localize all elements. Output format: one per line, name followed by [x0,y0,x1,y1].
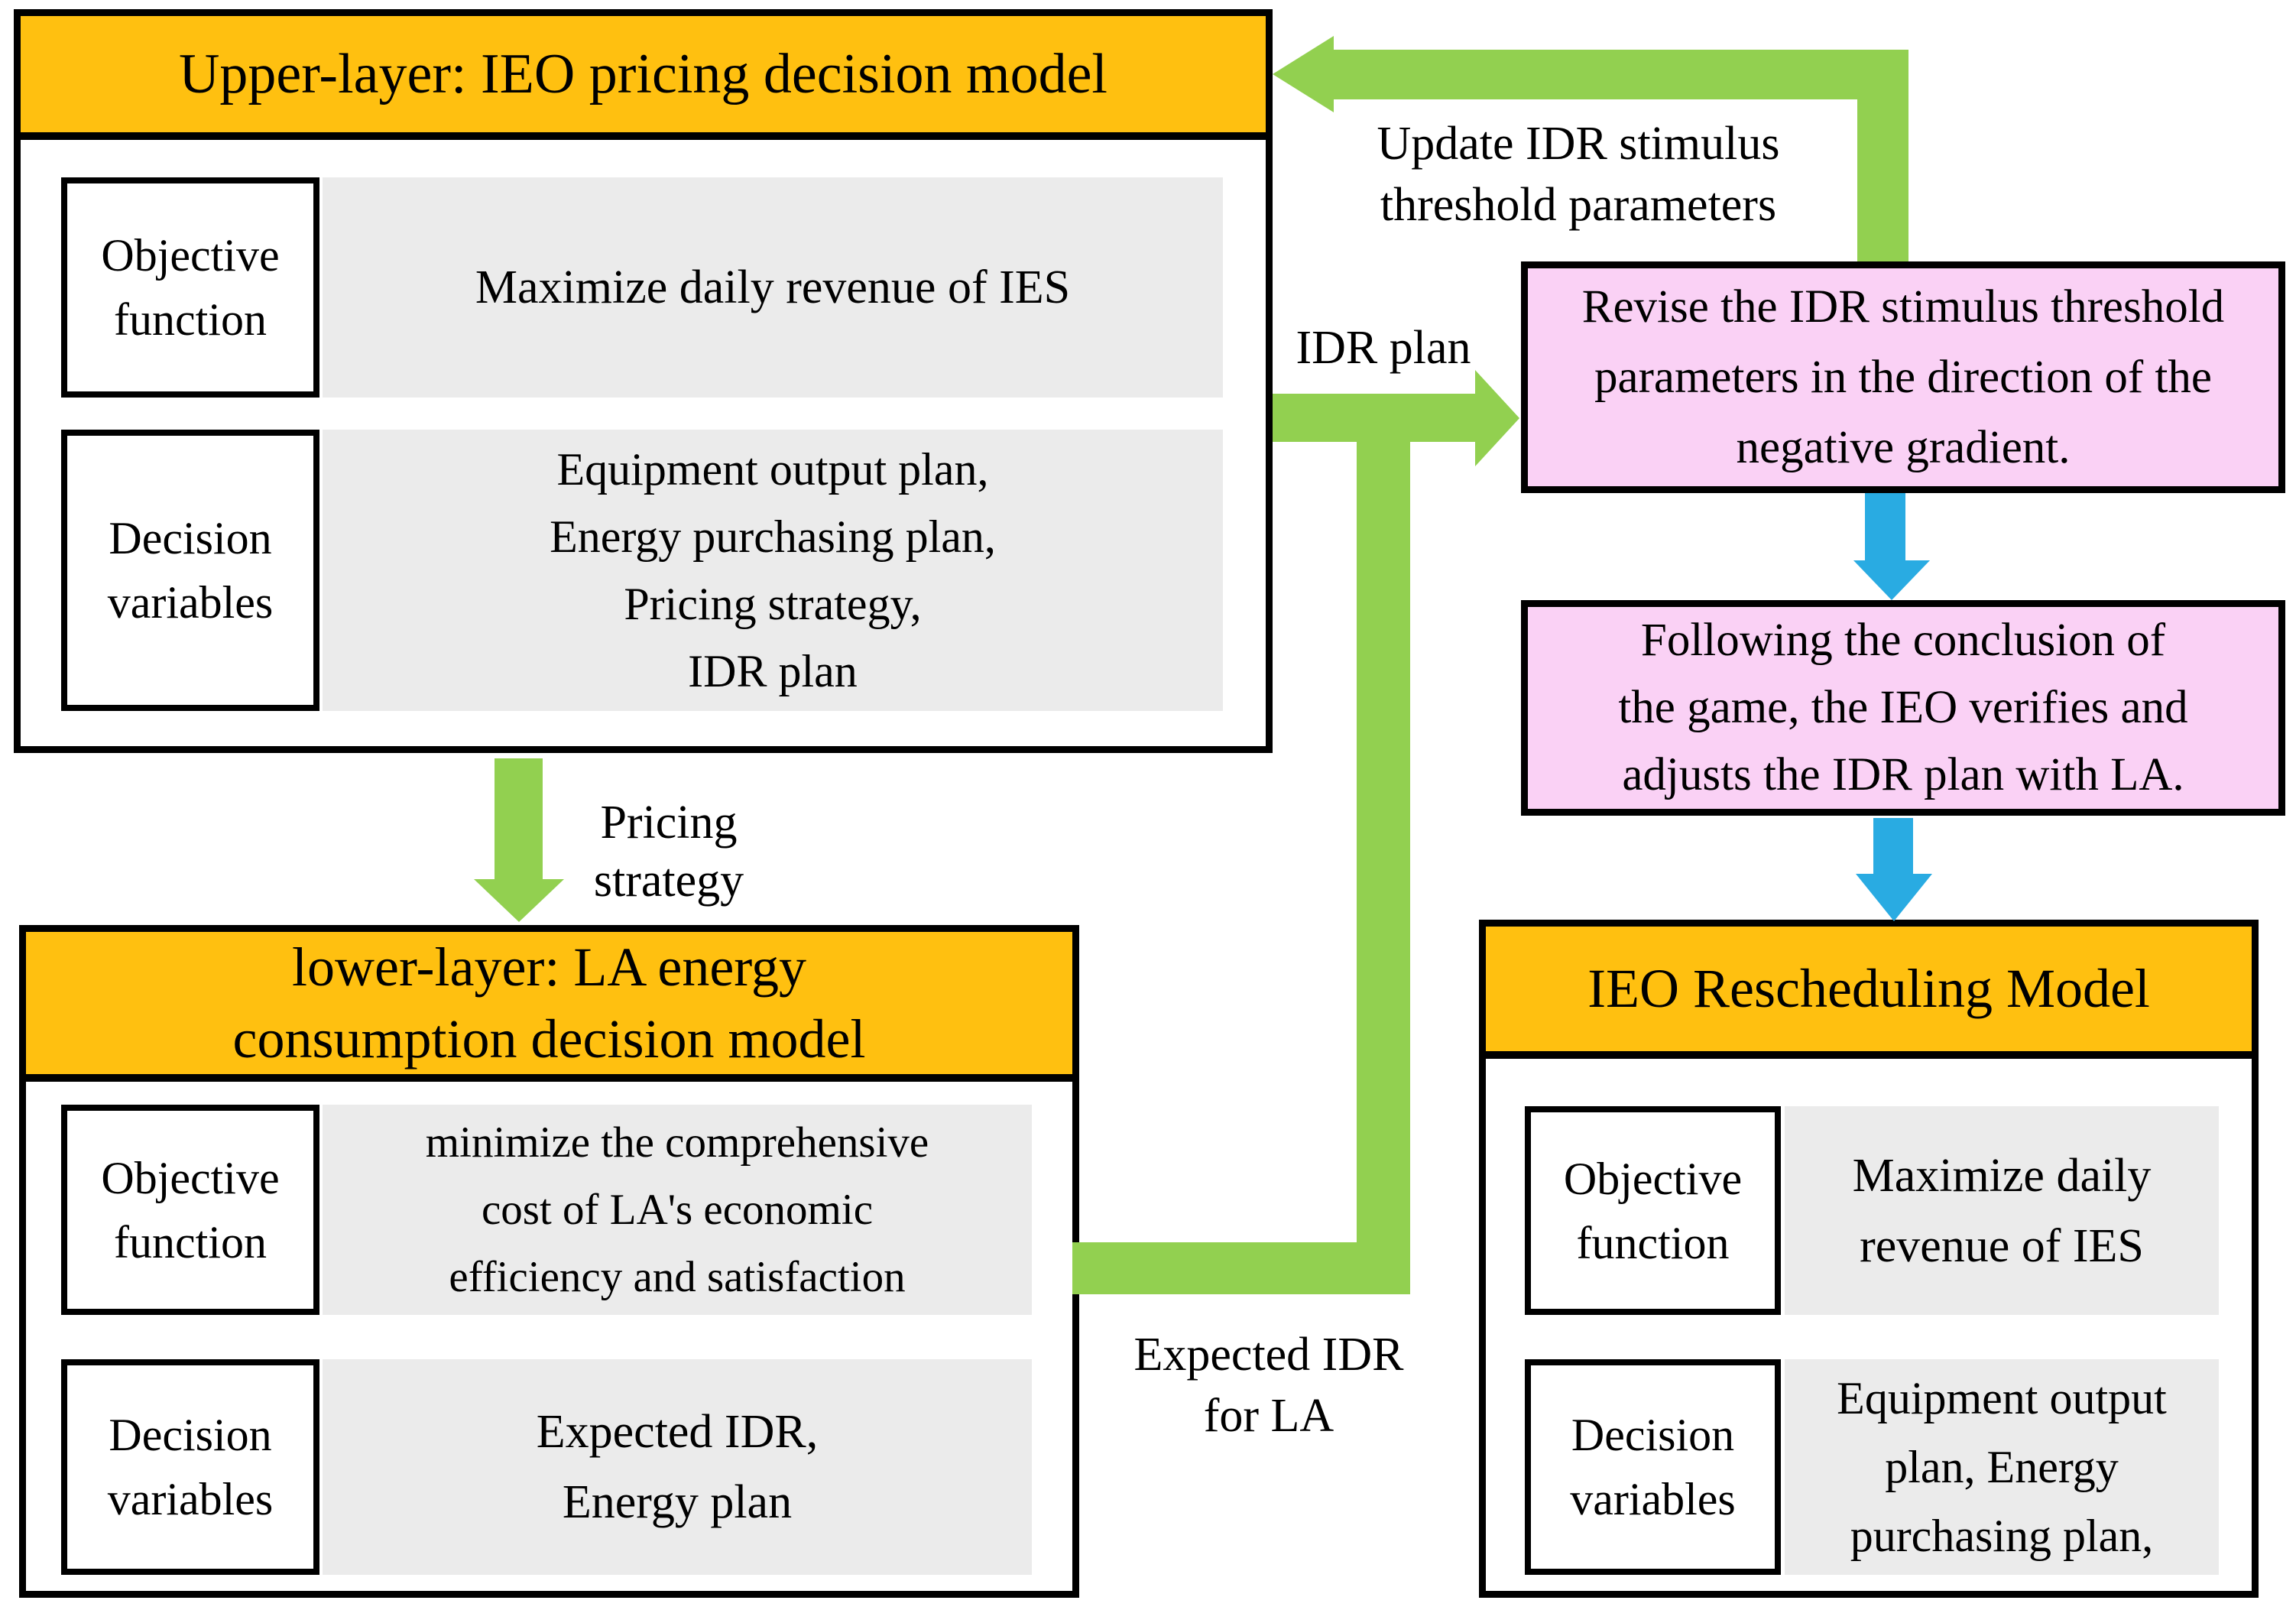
ieo-rescheduling-header: IEO Rescheduling Model [1486,927,2252,1059]
lower-decision-label: Decision variables [107,1410,274,1524]
resched-objective-label-box: Objective function [1525,1106,1781,1315]
lower-objective-cell: minimize the comprehensive cost of LA's … [323,1105,1032,1315]
lower-layer-title: lower-layer: LA energy consumption decis… [232,936,866,1070]
lower-objective-label-box: Objective function [61,1105,319,1315]
update-arrow-head [1273,36,1334,112]
update-arrow-riser-bar [1857,50,1908,261]
resched-decision-cell: Equipment output plan, Energy purchasing… [1785,1359,2219,1575]
update-threshold-label-text: Update IDR stimulus threshold parameters [1377,118,1780,231]
pricing-strategy-label: Pricing strategy [516,794,822,910]
resched-decision-text: Equipment output plan, Energy purchasing… [1837,1373,2167,1561]
pricing-strategy-arrow-shaft [495,758,543,881]
pricing-strategy-label-text: Pricing strategy [593,797,744,907]
lower-layer-box: lower-layer: LA energy consumption decis… [19,925,1079,1598]
lower-objective-label: Objective function [101,1152,280,1268]
lower-decision-text: Expected IDR, Energy plan [536,1406,819,1528]
upper-decision-label-box: Decision variables [61,430,319,711]
ieo-rescheduling-box: IEO Rescheduling Model Objective functio… [1479,920,2259,1598]
lower-decision-label-box: Decision variables [61,1359,319,1575]
verify-adjust-box: Following the conclusion of the game, th… [1521,600,2285,816]
lower-objective-text: minimize the comprehensive cost of LA's … [425,1118,929,1301]
expected-idr-horizontal-bar [1072,1242,1410,1294]
revise-threshold-text: Revise the IDR stimulus threshold parame… [1581,281,2225,473]
lower-decision-cell: Expected IDR, Energy plan [323,1359,1032,1575]
idr-plan-label: IDR plan [1269,321,1498,375]
verify-adjust-text: Following the conclusion of the game, th… [1618,615,2188,800]
pricing-strategy-arrow-head [474,879,564,922]
resched-decision-label-box: Decision variables [1525,1359,1781,1575]
blue-arrow-2-head [1856,874,1932,921]
upper-layer-box: Upper-layer: IEO pricing decision model … [14,9,1273,753]
idr-plan-arrow-shaft [1273,394,1475,442]
upper-decision-text: Equipment output plan, Energy purchasing… [550,444,996,696]
upper-layer-title: Upper-layer: IEO pricing decision model [178,42,1107,105]
blue-arrow-1-shaft [1865,493,1905,560]
expected-idr-label-text: Expected IDR for LA [1133,1329,1404,1442]
resched-objective-text: Maximize daily revenue of IES [1852,1149,2152,1272]
blue-arrow-1-head [1853,560,1930,600]
upper-objective-text: Maximize daily revenue of IES [475,261,1071,313]
idr-plan-label-text: IDR plan [1296,322,1471,374]
idr-plan-arrow-head [1475,370,1519,466]
upper-layer-header: Upper-layer: IEO pricing decision model [21,16,1266,140]
ieo-rescheduling-title: IEO Rescheduling Model [1587,958,2150,1019]
lower-layer-header: lower-layer: LA energy consumption decis… [26,932,1072,1082]
upper-objective-label: Objective function [101,230,280,345]
upper-objective-label-box: Objective function [61,177,319,398]
revise-threshold-box: Revise the IDR stimulus threshold parame… [1521,261,2285,493]
resched-decision-label: Decision variables [1570,1410,1736,1524]
upper-decision-cell: Equipment output plan, Energy purchasing… [323,430,1223,711]
resched-objective-cell: Maximize daily revenue of IES [1785,1106,2219,1315]
update-threshold-label: Update IDR stimulus threshold parameters [1311,113,1846,235]
resched-objective-label: Objective function [1563,1153,1743,1268]
blue-arrow-2-shaft [1873,818,1913,874]
upper-objective-cell: Maximize daily revenue of IES [323,177,1223,398]
upper-decision-label: Decision variables [107,513,274,628]
expected-idr-riser-bar [1357,442,1410,1294]
expected-idr-label: Expected IDR for LA [1078,1324,1460,1446]
update-arrow-shaft [1334,50,1908,99]
